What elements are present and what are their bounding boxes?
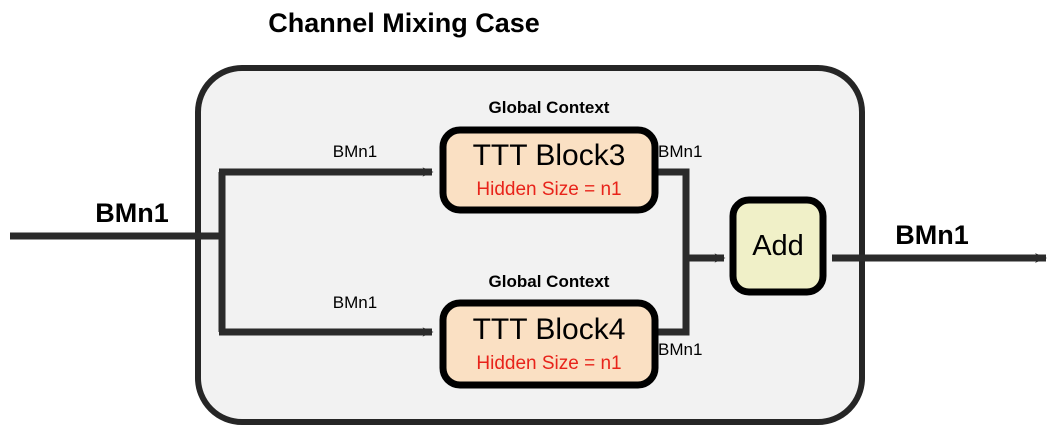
edge-block3-to-add [655, 168, 690, 258]
block3-context-label: Global Context [488, 98, 610, 117]
ttt-block3-box [439, 126, 659, 214]
edge-label-top-output: BMn1 [658, 142, 703, 161]
add-node-label: Add [752, 230, 804, 262]
block4-context-label: Global Context [488, 272, 610, 291]
edge-block4-to-add [655, 258, 690, 336]
edge-label-bottom-input: BMn1 [332, 293, 378, 312]
edge-label-bottom-output: BMn1 [658, 340, 703, 359]
add-node-box [729, 196, 827, 296]
output-label: BMn1 [895, 220, 969, 250]
page-title: Channel Mixing Case [268, 8, 540, 38]
block3-title: TTT Block3 [472, 139, 626, 172]
input-label: BMn1 [95, 198, 169, 228]
edge-label-top-input: BMn1 [332, 142, 378, 161]
block4-title: TTT Block4 [472, 313, 626, 346]
block3-hidden-size: Hidden Size = n1 [476, 179, 622, 200]
ttt-block4-box [439, 299, 659, 389]
block4-hidden-size: Hidden Size = n1 [476, 353, 622, 374]
